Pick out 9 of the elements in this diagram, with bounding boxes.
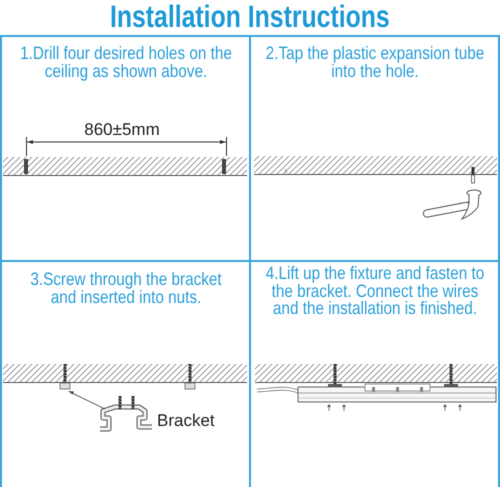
instruction-text: 4.Lift up the fixture and fasten to the bracket. Connect the wires and the installation is finished. xyxy=(264,265,485,318)
instruction-text: 3.Screw through the bracket and inserted into nuts. xyxy=(28,271,222,306)
step-panel xyxy=(249,35,500,262)
instruction-text: 2.Tap the plastic expansion tube into the hole. xyxy=(264,45,485,80)
dimension-label: 860±5mm xyxy=(84,120,160,139)
step-panel xyxy=(0,35,251,262)
part-label: Bracket xyxy=(157,411,215,430)
instruction-text: 1.Drill four desired holes on the ceiling as shown above. xyxy=(18,45,232,80)
title: Installation Instructions xyxy=(110,0,390,34)
